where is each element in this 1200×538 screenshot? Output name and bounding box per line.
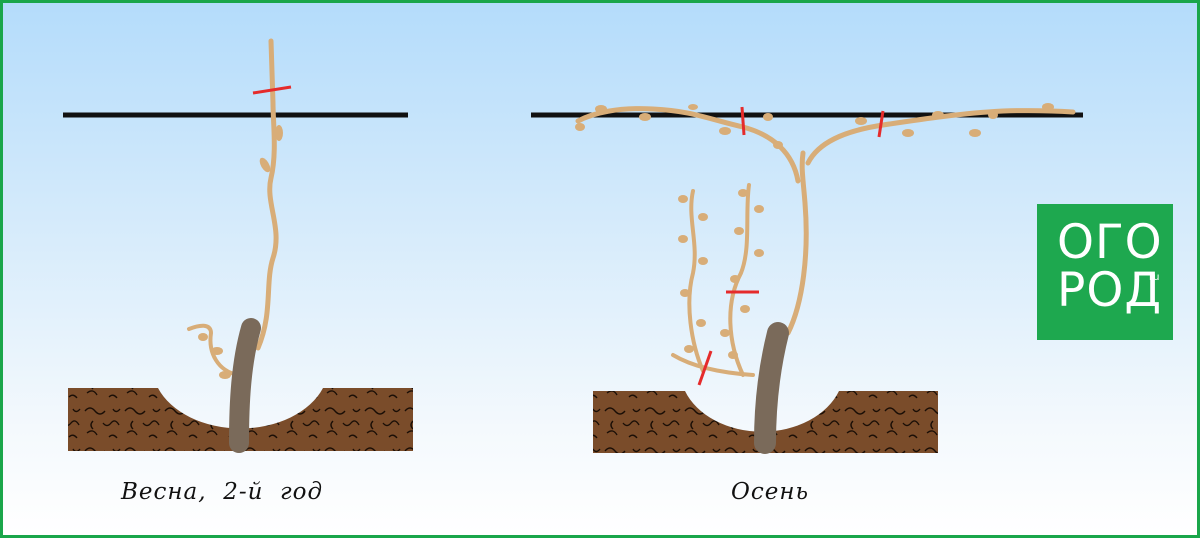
right-main-stem bbox=[785, 150, 809, 336]
right-trunk bbox=[754, 322, 789, 454]
logo-line-2: РОД bbox=[1057, 263, 1163, 318]
left-side-shoot bbox=[187, 323, 240, 377]
logo-suffix: ru bbox=[1149, 272, 1160, 283]
left-vine-shoot bbox=[255, 38, 279, 351]
caption-autumn: Осень bbox=[731, 479, 810, 505]
right-soil bbox=[593, 391, 938, 453]
ogorod-logo: ОГО РОД ru bbox=[1037, 204, 1173, 340]
caption-spring: Весна, 2-й год bbox=[121, 479, 324, 505]
right-scene bbox=[531, 103, 1083, 454]
right-leaves bbox=[575, 103, 1054, 359]
right-shoot-b bbox=[728, 183, 751, 377]
left-scene bbox=[63, 38, 413, 453]
left-cut-mark bbox=[252, 85, 292, 95]
logo-line-1: ОГО bbox=[1057, 215, 1163, 270]
left-soil bbox=[68, 388, 413, 451]
right-cut-marks bbox=[697, 106, 885, 386]
left-trunk bbox=[229, 318, 261, 453]
illustration bbox=[63, 38, 1083, 454]
left-buds bbox=[198, 125, 283, 379]
